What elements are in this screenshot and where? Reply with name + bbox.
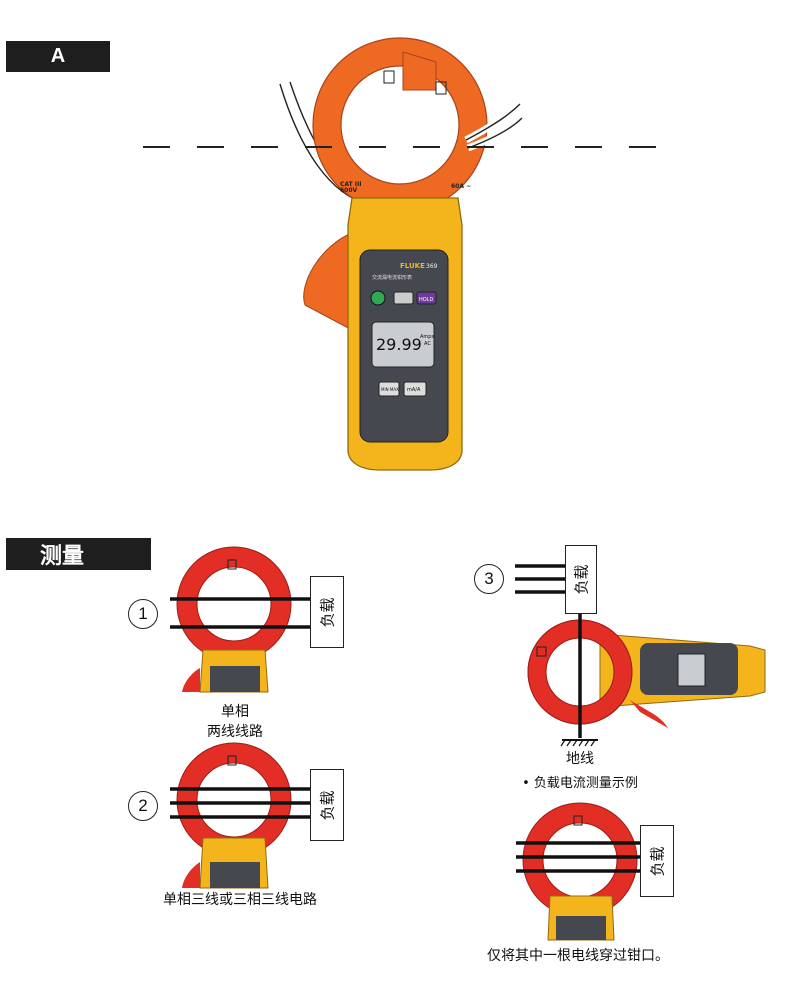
step-number-1: 1 bbox=[128, 599, 158, 629]
step-number-2: 2 bbox=[128, 791, 158, 821]
example-4-caption: 仅将其中一根电线穿过钳口。 bbox=[487, 948, 669, 964]
load-box-2: 负载 bbox=[310, 769, 344, 841]
load-box-4: 负载 bbox=[640, 825, 674, 897]
svg-text:MIN MAX: MIN MAX bbox=[381, 387, 399, 392]
svg-text:369: 369 bbox=[426, 263, 438, 270]
main-meter-figure: CAT III 600V 60A ~ FLUKE 369 交流漏电流钳形表 HO… bbox=[143, 37, 670, 471]
example-4-figure bbox=[516, 802, 640, 941]
load-box-1: 负载 bbox=[310, 576, 344, 648]
example-1-figure bbox=[170, 546, 312, 693]
svg-text:600V: 600V bbox=[340, 187, 358, 194]
ground-label: 地线 bbox=[566, 751, 594, 767]
step-number-3: 3 bbox=[474, 564, 504, 594]
svg-text:Amps: Amps bbox=[420, 334, 434, 340]
section-measure-label: 测量 bbox=[6, 538, 151, 570]
svg-text:AC: AC bbox=[424, 341, 431, 347]
svg-text:FLUKE: FLUKE bbox=[400, 262, 425, 270]
svg-text:HOLD: HOLD bbox=[419, 297, 433, 303]
example-2-figure bbox=[170, 742, 312, 889]
example-2-caption: 单相三线或三相三线电路 bbox=[163, 892, 317, 908]
svg-text:CAT III: CAT III bbox=[340, 181, 361, 188]
example-3-caption: • 负载电流测量示例 bbox=[522, 776, 638, 791]
svg-text:60A ~: 60A ~ bbox=[451, 183, 471, 190]
section-a-label: A bbox=[6, 41, 110, 72]
svg-text:29.99: 29.99 bbox=[376, 335, 422, 354]
svg-text:交流漏电流钳形表: 交流漏电流钳形表 bbox=[372, 274, 412, 281]
svg-text:mA/A: mA/A bbox=[407, 387, 421, 393]
load-box-3: 负载 bbox=[565, 545, 597, 614]
example-3-figure bbox=[515, 564, 766, 747]
example-1-caption: 单相 两线线路 bbox=[207, 704, 263, 740]
